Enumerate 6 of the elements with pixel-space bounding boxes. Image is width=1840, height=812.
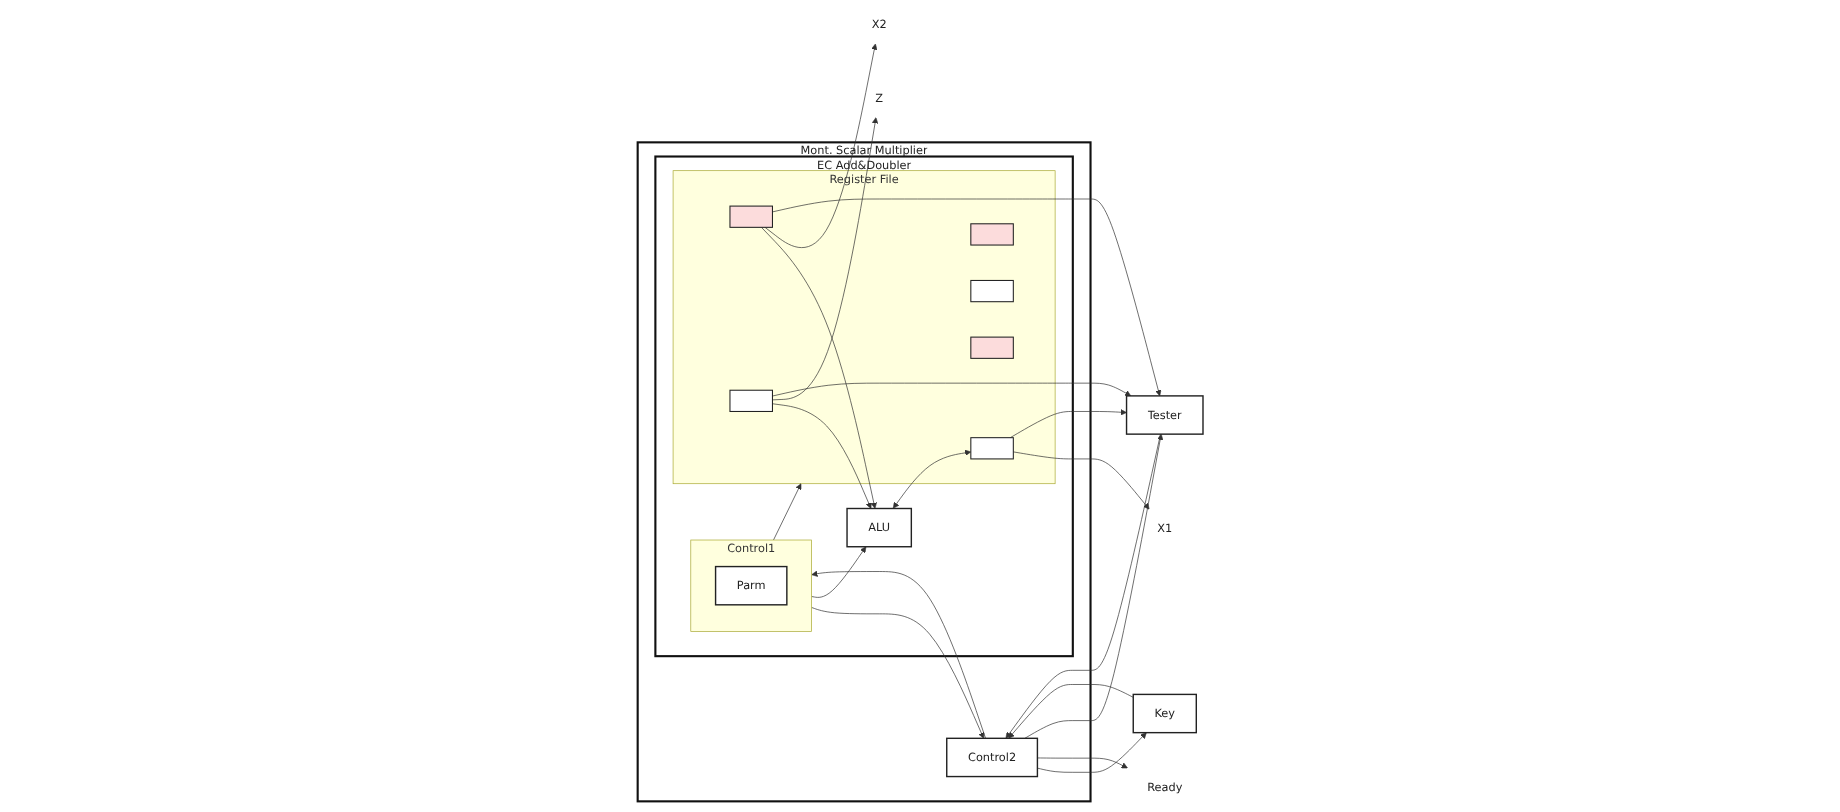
node-bar bbox=[969, 336, 1014, 359]
node-bar bbox=[728, 205, 773, 228]
node-bar bbox=[969, 437, 1014, 460]
node-bar bbox=[728, 389, 773, 412]
node-bar bbox=[969, 223, 1014, 246]
node-bar bbox=[969, 279, 1014, 303]
